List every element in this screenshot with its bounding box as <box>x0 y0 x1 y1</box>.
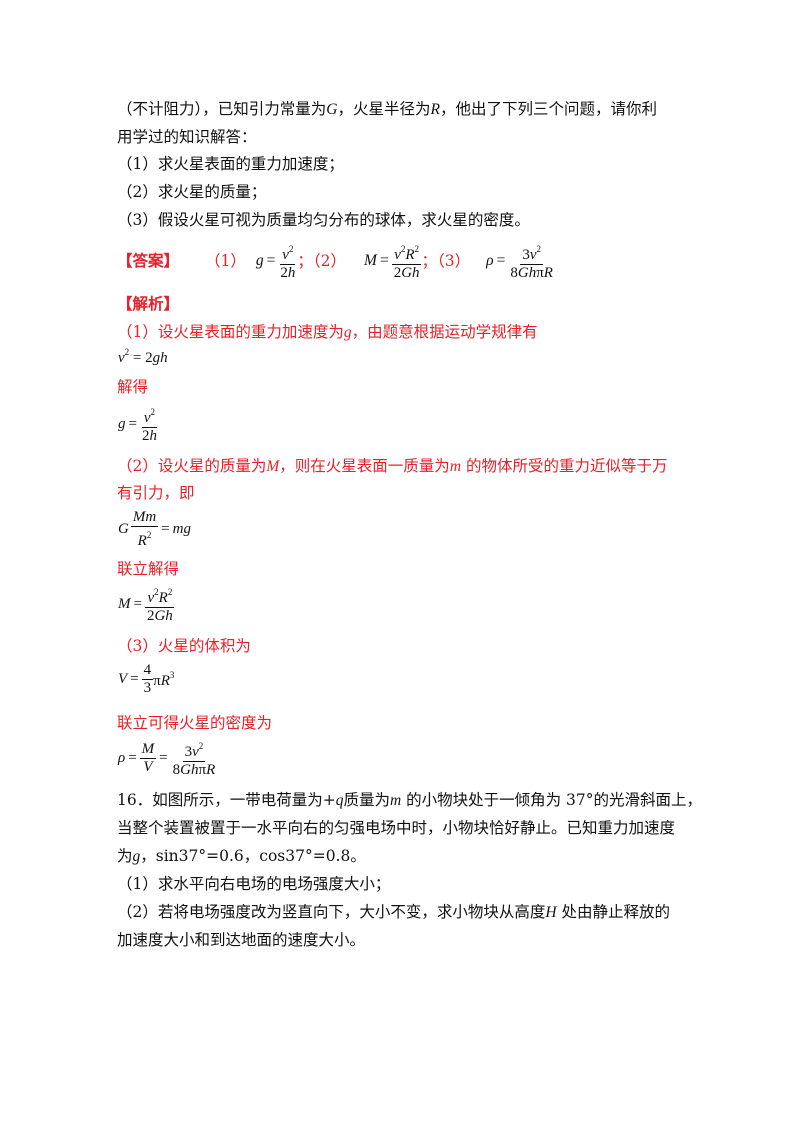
var-m-q16: m <box>389 792 402 809</box>
intro-text-c: ，他出了下列三个问题，请你利 <box>439 100 657 118</box>
question-2: （2）求火星的质量； <box>117 183 267 201</box>
intro-line-2: 用学过的知识解答： <box>117 128 257 146</box>
q16-line-1: 16．如图所示，一带电荷量为+q质量为m 的小物块处于一倾角为 37°的光滑斜面… <box>117 789 702 812</box>
q16-sub2-text-a: （2）若将电场强度改为竖直向下，大小不变，求小物块从高度 <box>117 903 546 921</box>
q16-sub-2: （2）若将电场强度改为竖直向下，大小不变，求小物块从高度H 处由静止释放的 <box>117 901 670 924</box>
q16-l3-text-a: 为 <box>117 847 133 865</box>
analysis-step-2: （2）设火星的质量为M，则在火星表面一质量为m 的物体所受的重力近似等于万 <box>117 455 667 478</box>
var-g-q16: g <box>132 848 141 865</box>
q16-text-a: 16．如图所示，一带电荷量为+ <box>117 791 336 809</box>
analysis-tag: 【解析】 <box>117 294 180 313</box>
intro-line-1: （不计阻力），已知引力常量为G，火星半径为R，他出了下列三个问题，请你利 <box>117 98 657 121</box>
solve-label-3: 联立可得火星的密度为 <box>117 714 273 732</box>
equation-v2-2gh: v2 = 2gh <box>118 347 168 366</box>
var-M: M <box>266 458 280 475</box>
var-q: q <box>335 792 344 809</box>
answer-part-1-label: （1） <box>205 252 246 270</box>
answer-tag: 【答案】 <box>117 251 180 270</box>
answer-part-2-label: ；（2） <box>297 252 347 270</box>
question-1: （1）求火星表面的重力加速度； <box>117 155 344 173</box>
var-g: g <box>343 324 352 341</box>
solve-label-1: 解得 <box>117 378 149 396</box>
q16-text-c: 的小物块处于一倾角为 37°的光滑斜面上， <box>401 791 703 809</box>
q16-sub-2-line-2: 加速度大小和到达地面的速度大小。 <box>117 931 366 949</box>
q16-line-2: 当整个装置被置于一水平向右的匀强电场中时，小物块恰好静止。已知重力加速度 <box>117 819 676 837</box>
step1-text-b: ，由题意根据运动学规律有 <box>351 323 538 341</box>
var-R: R <box>430 101 440 118</box>
analysis-step-3: （3）火星的体积为 <box>117 637 251 655</box>
var-m: m <box>449 458 462 475</box>
q16-line-3: 为g，sin37°=0.6，cos37°=0.8。 <box>117 845 366 868</box>
analysis-step-2-line-2: 有引力，即 <box>117 484 195 502</box>
var-G: G <box>326 101 338 118</box>
step2-text-c: 的物体所受的重力近似等于万 <box>461 457 668 475</box>
solve-label-2: 联立解得 <box>117 560 180 578</box>
intro-text-b: ，火星半径为 <box>337 100 431 118</box>
q16-sub2-text-b: 处由静止释放的 <box>556 903 671 921</box>
q16-sub-1: （1）求水平向右电场的电场强度大小； <box>117 875 391 893</box>
question-3: （3）假设火星可视为质量均匀分布的球体，求火星的密度。 <box>117 211 530 229</box>
q16-text-b: 质量为 <box>343 791 390 809</box>
analysis-step-1: （1）设火星表面的重力加速度为g，由题意根据运动学规律有 <box>117 321 538 344</box>
var-H: H <box>545 904 557 921</box>
intro-text-a: （不计阻力），已知引力常量为 <box>117 100 327 118</box>
step2-text-a: （2）设火星的质量为 <box>117 457 267 475</box>
step2-text-b: ，则在火星表面一质量为 <box>279 457 450 475</box>
answer-part-3-label: ；（3） <box>421 252 471 270</box>
q16-l3-text-b: ，sin37°=0.6，cos37°=0.8。 <box>140 847 366 865</box>
step1-text-a: （1）设火星表面的重力加速度为 <box>117 323 344 341</box>
